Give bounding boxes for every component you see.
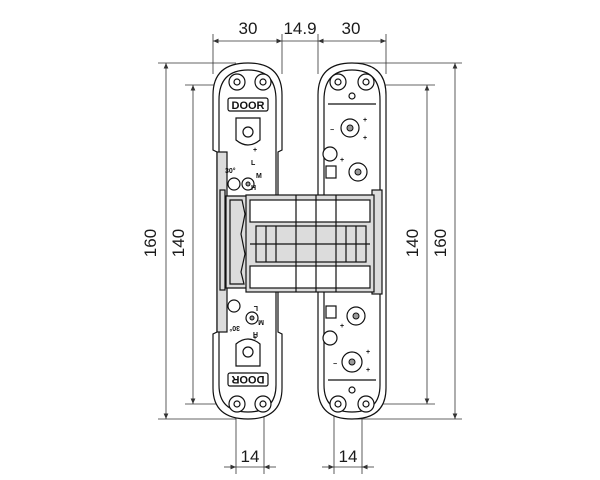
dim-bottom-right: 14 (339, 447, 358, 466)
svg-text:−: − (330, 127, 334, 134)
svg-text:+: + (366, 349, 370, 356)
dim-right-outer: 160 (431, 229, 450, 257)
door-logo-top: DOOR (232, 100, 265, 112)
adj-l-bottom: L (253, 304, 258, 311)
svg-text:+: + (253, 335, 257, 342)
door-logo-bottom: DOOR (231, 373, 264, 385)
adj-h-bottom: H (253, 330, 258, 337)
hinge-arms (245, 194, 375, 293)
dim-top-left: 30 (239, 19, 258, 38)
adj-m-top: M (256, 173, 262, 180)
adj-h-top: H (251, 185, 256, 192)
angle-label-top: 30° (225, 167, 236, 175)
svg-text:+: + (363, 117, 367, 124)
svg-text:+: + (253, 147, 257, 154)
dim-left-inner: 140 (169, 229, 188, 257)
svg-text:+: + (340, 323, 344, 330)
dim-top-right: 30 (342, 19, 361, 38)
svg-text:+: + (366, 367, 370, 374)
dim-right-inner: 140 (403, 229, 422, 257)
svg-text:+: + (363, 135, 367, 142)
adj-m-bottom: M (258, 318, 264, 325)
angle-label-bottom: 30° (229, 324, 240, 332)
svg-text:−: − (333, 361, 337, 368)
svg-text:+: + (340, 157, 344, 164)
adj-l-top: L (251, 160, 256, 167)
dim-top-gap: 14.9 (283, 19, 316, 38)
dim-bottom-left: 14 (241, 447, 260, 466)
dimension-lines (158, 34, 462, 474)
dim-left-outer: 160 (141, 229, 160, 257)
